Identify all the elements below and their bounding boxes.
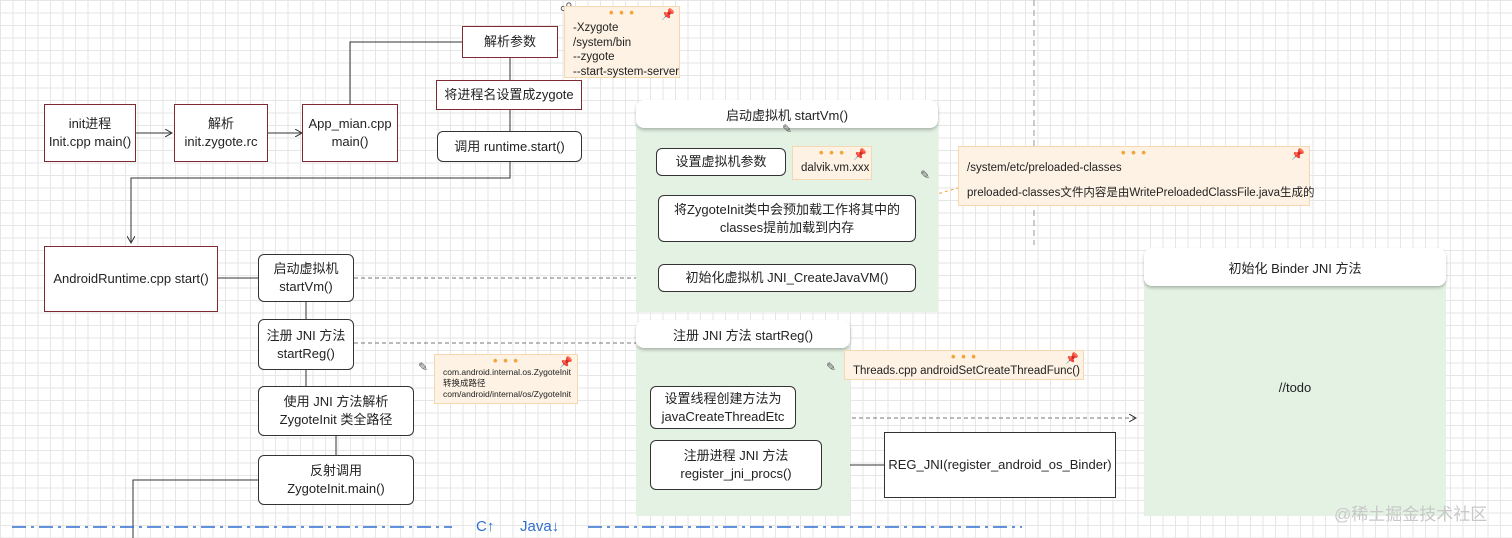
pin-icon[interactable]: 📌 [853,149,867,161]
watermark: @稀土掘金技术社区 [1334,505,1488,524]
binder-group-title[interactable]: 初始化 Binder JNI 方法 [1144,248,1446,286]
note-menu-icon[interactable]: • • • [609,5,635,20]
note-line: /system/bin [573,36,632,49]
startvm-group-title[interactable]: 启动虚拟机 startVm() [636,100,938,128]
runtime-start-box[interactable]: 调用 runtime.start() [437,131,582,162]
set-thread-func-box[interactable]: 设置线程创建方法为 javaCreateThreadEtc [650,386,796,429]
edit-icon[interactable]: ✎ [826,360,837,374]
edit-icon[interactable]: ✎ [782,122,793,136]
start-vm-box[interactable]: 启动虚拟机 startVm() [258,254,354,302]
note-menu-icon[interactable]: • • • [819,145,845,160]
note-line: com.android.internal.os.ZygoteInit [443,367,572,377]
edit-icon[interactable]: ✎ [418,360,429,374]
startreg-group [636,346,850,516]
java-down-label: Java↓ [520,518,560,535]
preload-classes-box[interactable]: 将ZygoteInit类中会预加载工作将其中的 classes提前加载到内存 [658,195,916,242]
note-line: --start-system-server [573,65,680,78]
note-line: Threads.cpp androidSetCreateThreadFunc() [853,365,1080,377]
pin-icon[interactable]: 📌 [1065,353,1079,365]
note-line: com/android/internal/os/ZygoteInit [443,389,572,399]
parse-args-box[interactable]: 解析参数 [462,26,558,58]
note-menu-icon[interactable]: • • • [493,353,519,368]
arrow-runtime-to-androidruntime [131,162,511,243]
jni-parse-class-box[interactable]: 使用 JNI 方法解析 ZygoteInit 类全路径 [258,386,414,436]
reg-jni-binder-box[interactable]: REG_JNI(register_android_os_Binder) [884,432,1116,498]
note-menu-icon[interactable]: • • • [951,349,977,364]
start-reg-box[interactable]: 注册 JNI 方法 startReg() [258,319,354,370]
note-line [967,176,1301,186]
note-zygote-args[interactable]: • • • 📌 -Xzygote /system/bin --zygote --… [564,6,680,78]
binder-group [1144,272,1446,516]
set-vm-params-box[interactable]: 设置虚拟机参数 [656,148,786,176]
android-runtime-box[interactable]: AndroidRuntime.cpp start() [44,246,218,312]
note-line: /system/etc/preloaded-classes [967,162,1122,174]
app-main-box[interactable]: App_mian.cpp main() [302,104,398,162]
note-threads[interactable]: • • • 📌 Threads.cpp androidSetCreateThre… [844,350,1084,380]
pin-icon[interactable]: 📌 [661,9,675,21]
note-line: --zygote [573,51,615,63]
c-up-label: C↑ [476,518,495,535]
note-line: preloaded-classes文件内容是由WritePreloadedCla… [967,186,1315,199]
startreg-group-title[interactable]: 注册 JNI 方法 startReg() [636,320,850,348]
note-zygote-path[interactable]: • • • 📌 com.android.internal.os.ZygoteIn… [434,354,578,404]
parse-rc-box[interactable]: 解析 init.zygote.rc [174,104,268,162]
register-jni-procs-box[interactable]: 注册进程 JNI 方法 register_jni_procs() [650,440,822,490]
line-appmain-to-args [349,41,462,104]
init-process-box[interactable]: init进程 Init.cpp main() [44,104,136,162]
create-java-vm-box[interactable]: 初始化虚拟机 JNI_CreateJavaVM() [658,264,916,292]
note-line: -Xzygote [573,22,619,34]
note-line: dalvik.vm.xxx [801,162,870,174]
note-dalvik[interactable]: • • • 📌 dalvik.vm.xxx [792,146,872,180]
note-line: 转换成路径 [443,378,486,388]
note-preloaded-classes[interactable]: • • • 📌 /system/etc/preloaded-classes pr… [958,145,1315,206]
edit-icon[interactable]: ✎ [920,168,931,182]
pin-icon[interactable]: 📌 [559,357,573,369]
reflect-call-box[interactable]: 反射调用 ZygoteInit.main() [258,455,414,505]
set-process-name-box[interactable]: 将进程名设置成zygote [436,80,582,110]
pin-icon[interactable]: 📌 [1291,149,1305,161]
note-menu-icon[interactable]: • • • [1121,145,1147,160]
binder-todo-text: //todo [1278,380,1312,395]
